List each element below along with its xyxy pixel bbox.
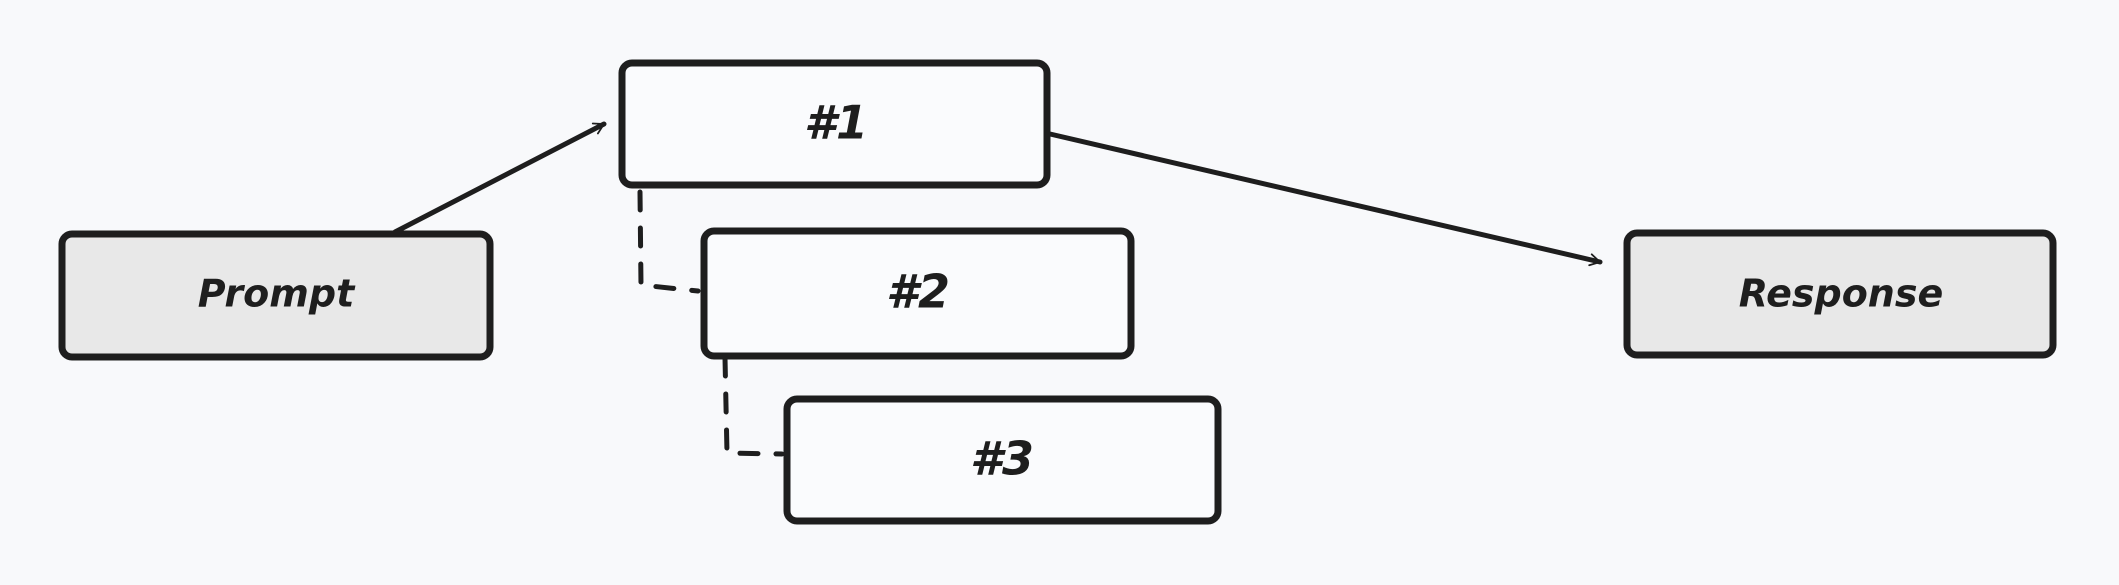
node-step3-label: #3: [970, 432, 1034, 486]
node-step3[interactable]: #3: [783, 395, 1222, 525]
edge-prompt-to-step1: [392, 121, 607, 235]
edge-step2-to-step3-dashed: [722, 355, 785, 457]
node-step2-label: #2: [886, 265, 950, 319]
node-response[interactable]: Response: [1623, 229, 2057, 359]
node-step2-box: [700, 227, 1135, 360]
node-step1[interactable]: #1: [618, 59, 1051, 189]
node-prompt[interactable]: Prompt: [58, 230, 494, 361]
node-response-label: Response: [1739, 272, 1944, 316]
edge-step1-to-step2-dashed: [637, 189, 701, 294]
node-response-box: [1623, 229, 2057, 359]
node-step1-label: #1: [804, 96, 868, 150]
node-step1-box: [618, 59, 1051, 189]
node-prompt-box: [58, 230, 494, 361]
edge-step1-to-response: [1047, 131, 1603, 267]
node-prompt-label: Prompt: [198, 272, 356, 316]
node-step3-box: [783, 395, 1222, 525]
node-step2[interactable]: #2: [700, 227, 1135, 360]
